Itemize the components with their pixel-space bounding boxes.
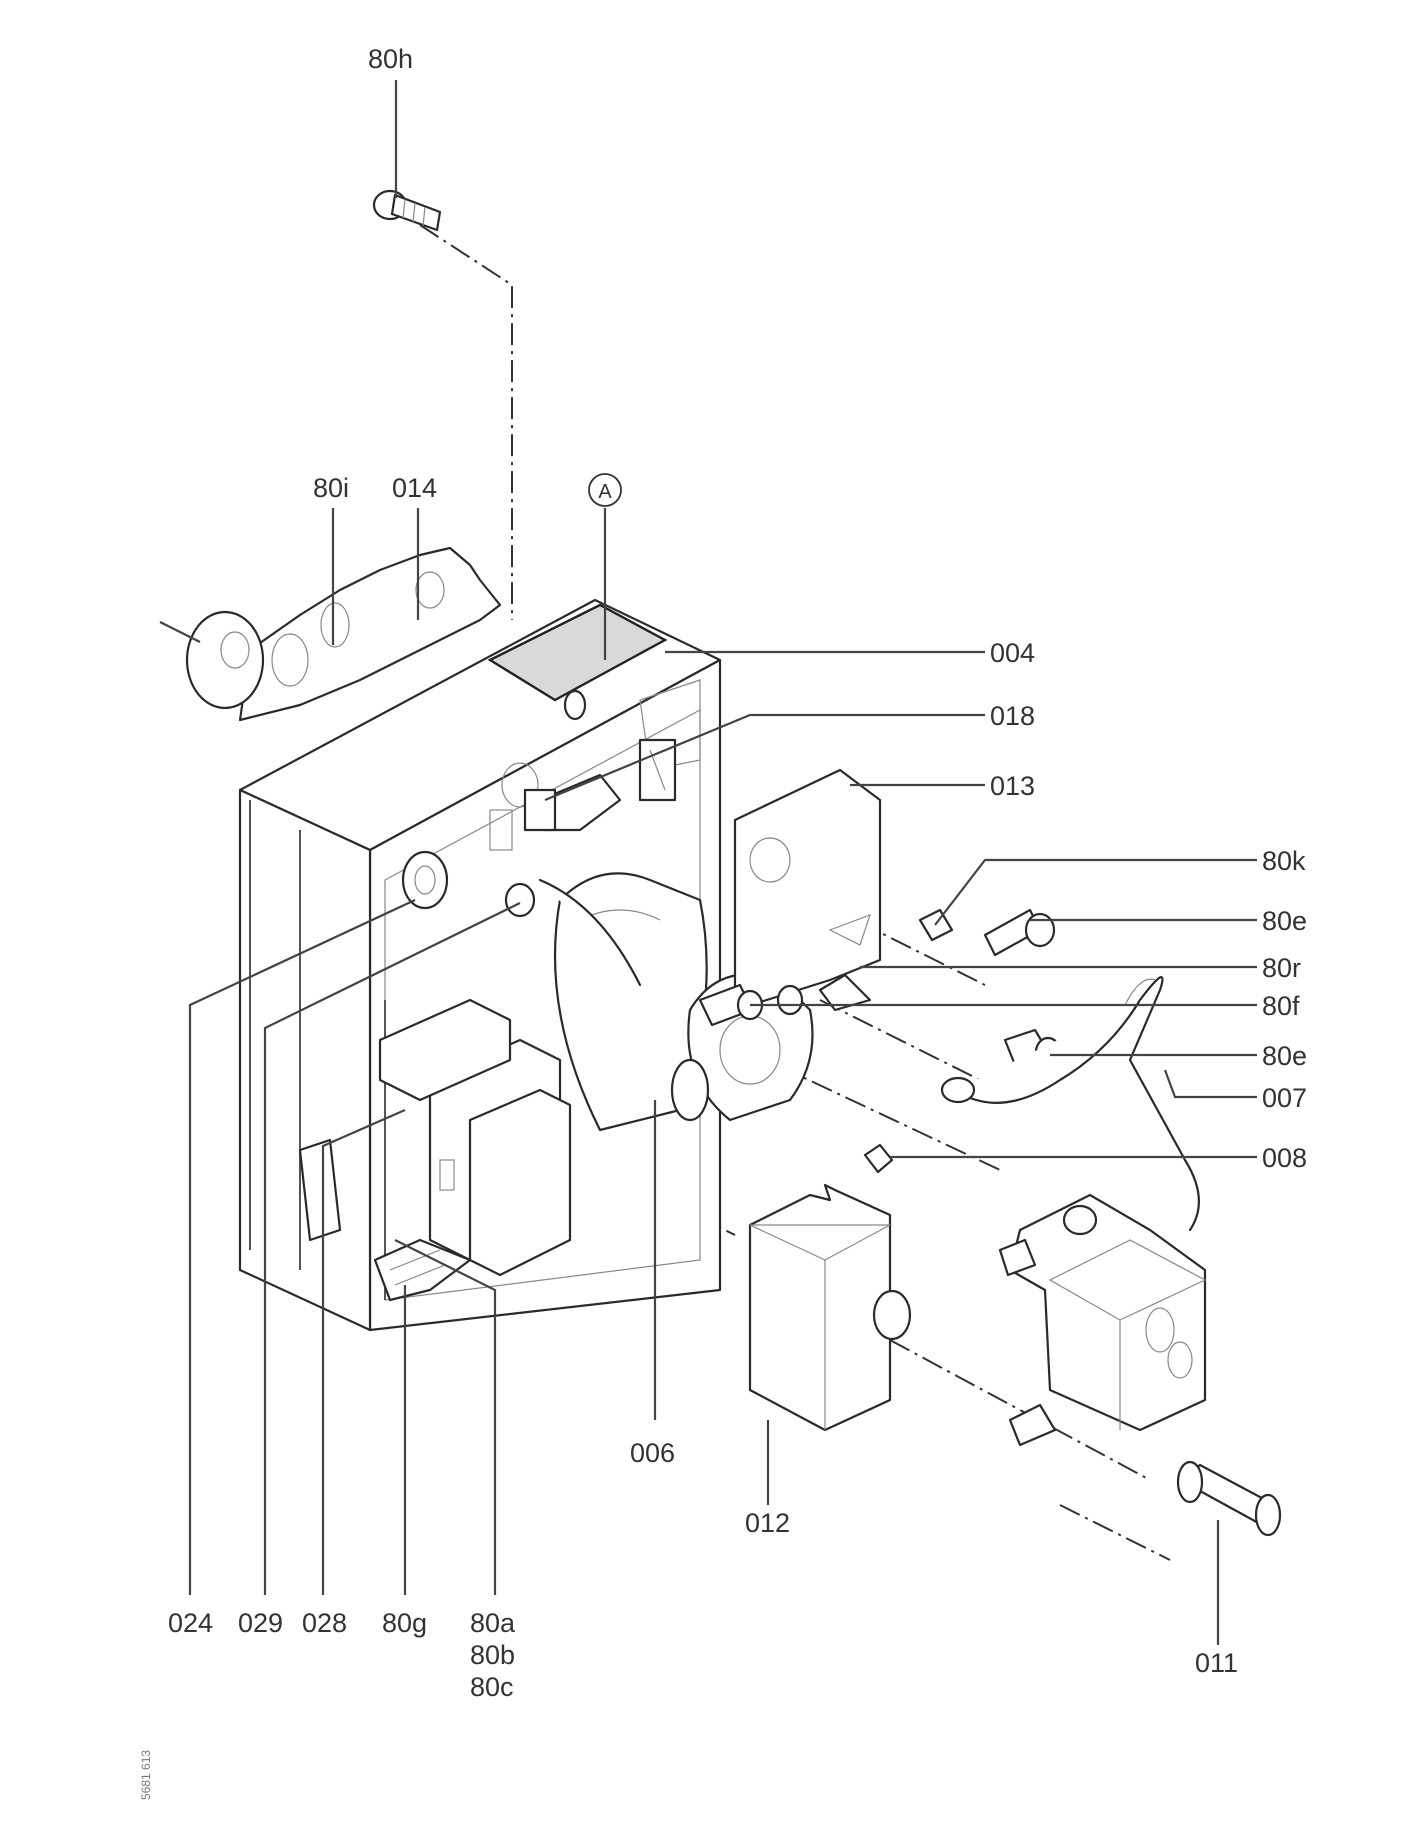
label-80c: 80c [470,1672,514,1702]
part-012 [748,1183,912,1432]
type-plate [487,603,668,702]
part-018 [523,738,677,832]
oil-pump [998,1193,1207,1447]
label-013: 013 [990,771,1035,801]
label-80b: 80b [470,1640,515,1670]
label-80e-lower: 80e [1262,1041,1307,1071]
label-80h: 80h [368,44,413,74]
burner-housing [159,546,814,1332]
label-007: 007 [1262,1083,1307,1113]
label-028: 028 [302,1608,347,1638]
label-80e-upper: 80e [1262,906,1307,936]
label-80f: 80f [1262,991,1300,1021]
label-018: 018 [990,701,1035,731]
label-011: 011 [1195,1648,1238,1678]
cable-007 [940,976,1200,1232]
drawing-reference-number: 5681 613 [139,1750,153,1800]
leader-lines [188,80,1257,1645]
detail-marker-a: A [588,473,622,507]
label-029: 029 [238,1608,283,1638]
nozzle-008 [863,1143,894,1174]
label-80i: 80i [313,473,349,503]
label-008: 008 [1262,1143,1307,1173]
screw-80r [818,973,872,1012]
detail-marker-label: A [598,481,612,503]
screws-right [698,908,1062,1068]
label-014: 014 [392,473,437,503]
label-012: 012 [745,1508,790,1538]
label-004: 004 [990,638,1035,668]
filter-011 [1176,1460,1282,1537]
label-024: 024 [168,1608,213,1638]
label-80k: 80k [1262,846,1306,876]
label-80r: 80r [1262,953,1301,983]
label-006: 006 [630,1438,675,1468]
label-80g: 80g [382,1608,427,1638]
screw-80h [372,189,442,232]
callout-labels: 80h 80i 014 004 018 013 80k 80e 80r 80f … [168,44,1307,1702]
part-013 [733,768,882,1016]
label-80a: 80a [470,1608,516,1638]
